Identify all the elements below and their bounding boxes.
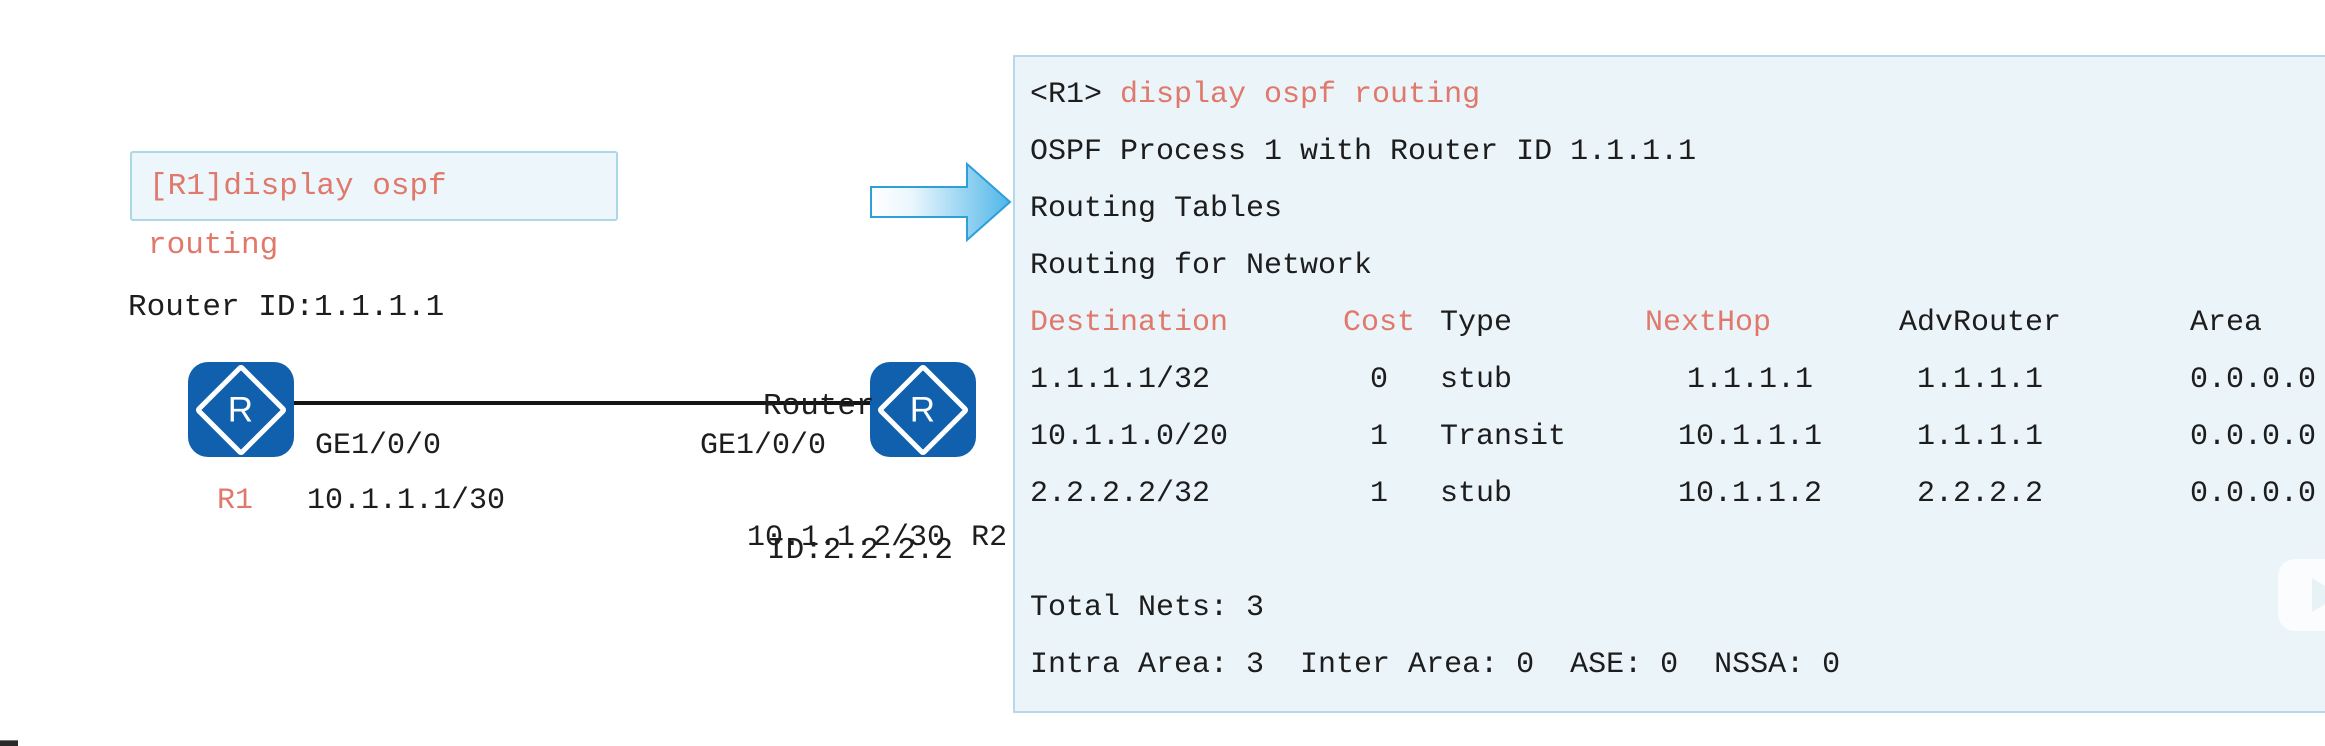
header-area: Area	[2190, 306, 2263, 340]
r1-router-id-label: Router ID:1.1.1.1	[128, 290, 445, 325]
header-destination: Destination	[1030, 306, 1229, 340]
terminal-command: display ospf routing	[1120, 78, 1481, 112]
routing-table-header-row: Destination Cost Type NextHop AdvRouter …	[1030, 295, 2325, 352]
header-advrouter: AdvRouter	[1898, 306, 2062, 340]
cell-cost: 1	[1369, 477, 1388, 511]
routing-table-row: 1.1.1.1/32 0 stub 1.1.1.1 1.1.1.1 0.0.0.…	[1030, 352, 2325, 409]
r2-interface-label: GE1/0/0	[700, 429, 827, 463]
command-callout-box: [R1]display ospf	[130, 151, 618, 221]
r1-ip-label: 10.1.1.1/30	[307, 484, 506, 518]
header-type: Type	[1440, 306, 1513, 340]
router-r1-icon: R	[188, 362, 294, 457]
cell-area: 0.0.0.0	[2190, 477, 2317, 511]
cell-advrouter: 1.1.1.1	[1916, 420, 2044, 454]
router-r2-icon: R	[870, 362, 976, 457]
cell-type: stub	[1440, 477, 1513, 511]
cell-destination: 10.1.1.0/20	[1030, 420, 1229, 454]
terminal-panel: <R1> display ospf routing OSPF Process 1…	[1013, 55, 2325, 713]
blank-line	[1030, 523, 2325, 580]
command-callout-text: [R1]display ospf	[149, 168, 447, 204]
cell-area: 0.0.0.0	[2190, 420, 2317, 454]
cell-nexthop: 10.1.1.1	[1677, 420, 1823, 454]
cell-cost: 0	[1369, 363, 1388, 397]
routing-table-row: 10.1.1.0/20 1 Transit 10.1.1.1 1.1.1.1 0…	[1030, 409, 2325, 466]
header-cost: Cost	[1342, 306, 1415, 340]
r1-name-label: R1	[217, 484, 254, 518]
terminal-command-line: <R1> display ospf routing	[1030, 67, 2325, 124]
cell-nexthop: 10.1.1.2	[1677, 477, 1823, 511]
ospf-process-line: OSPF Process 1 with Router ID 1.1.1.1	[1030, 135, 1697, 169]
link-line	[293, 401, 873, 405]
total-nets-line: Total Nets: 3	[1030, 591, 1265, 625]
play-icon	[2278, 559, 2325, 631]
terminal-prompt: <R1>	[1030, 78, 1103, 112]
cell-type: stub	[1440, 363, 1513, 397]
cell-advrouter: 2.2.2.2	[1916, 477, 2044, 511]
flow-arrow-icon	[870, 161, 1012, 243]
r2-router-id-line1: Router	[763, 389, 875, 424]
cell-area: 0.0.0.0	[2190, 363, 2317, 397]
header-nexthop: NextHop	[1645, 306, 1772, 340]
area-summary-line: Intra Area: 3 Inter Area: 0 ASE: 0 NSSA:…	[1030, 648, 1841, 682]
router-diamond-icon: R	[194, 362, 288, 457]
cell-advrouter: 1.1.1.1	[1916, 363, 2044, 397]
r1-interface-label: GE1/0/0	[315, 429, 442, 463]
router-letter: R	[228, 390, 254, 429]
routing-table-row: 2.2.2.2/32 1 stub 10.1.1.2 2.2.2.2 0.0.0…	[1030, 466, 2325, 523]
command-callout-wrapped-text: routing	[148, 228, 279, 263]
r2-router-id-line2: ID:2.2.2.2	[767, 533, 954, 568]
corner-fragment	[0, 740, 18, 746]
routing-tables-line: Routing Tables	[1030, 192, 1283, 226]
r2-router-id-label: Router ID:2.2.2.2	[763, 287, 953, 671]
r2-ip-label: 10.1.1.2/30	[747, 521, 946, 555]
r2-name-label: R2	[971, 521, 1008, 555]
r2-ip-line: 10.1.1.2/30 R2	[675, 478, 1007, 598]
cell-nexthop: 1.1.1.1	[1686, 363, 1814, 397]
cell-destination: 1.1.1.1/32	[1030, 363, 1211, 397]
routing-for-network-line: Routing for Network	[1030, 249, 1373, 283]
cell-type: Transit	[1440, 420, 1567, 454]
cell-cost: 1	[1369, 420, 1388, 454]
cell-destination: 2.2.2.2/32	[1030, 477, 1211, 511]
